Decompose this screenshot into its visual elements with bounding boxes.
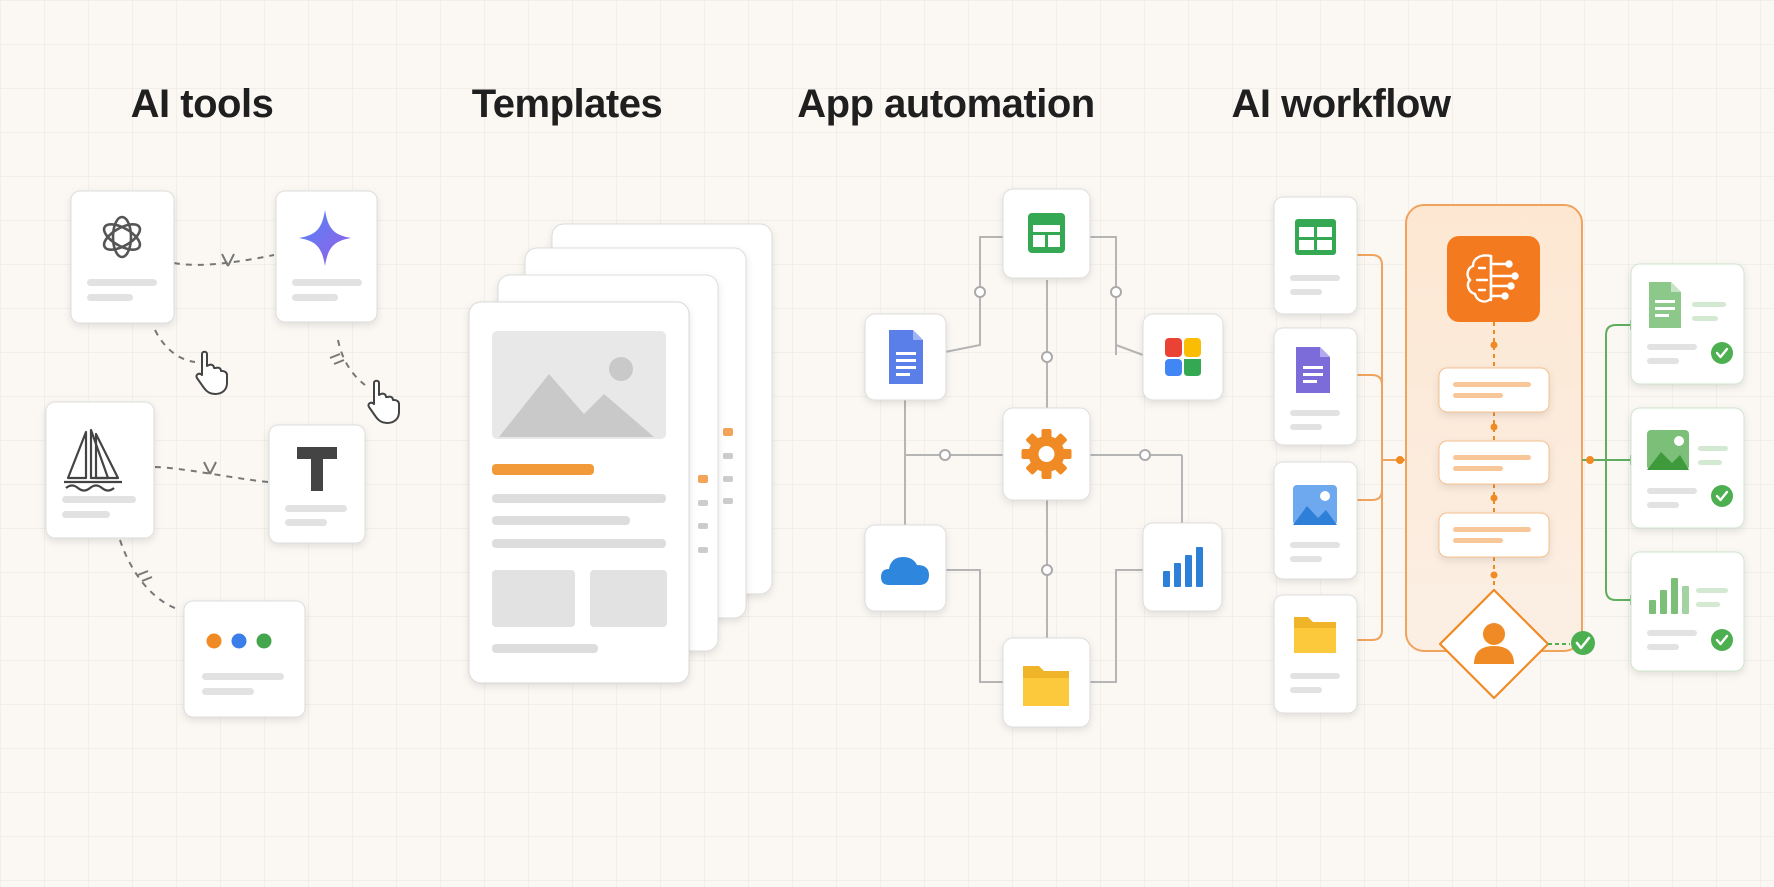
openai-logo-icon — [102, 215, 142, 259]
folder-icon — [1294, 617, 1336, 653]
input-folder-card[interactable] — [1273, 594, 1358, 714]
check-icon — [1715, 490, 1729, 502]
text-tool-card[interactable] — [268, 424, 366, 544]
spreadsheet-icon — [1295, 219, 1336, 255]
docs-app-node[interactable] — [864, 313, 947, 401]
sheets-app-node[interactable] — [1002, 188, 1091, 279]
app-automation-title: App automation — [797, 82, 1095, 126]
input-image-card[interactable] — [1273, 461, 1358, 580]
bar-chart-icon — [1649, 578, 1689, 614]
human-review-node[interactable] — [1438, 588, 1550, 700]
image-placeholder-icon — [492, 331, 666, 439]
sailboat-tool-card[interactable] — [45, 401, 155, 539]
ai-tools-title: AI tools — [130, 82, 274, 126]
ai-model-node[interactable] — [1447, 236, 1540, 322]
ai-step-card-2[interactable] — [1438, 440, 1550, 485]
output-chart-card[interactable] — [1630, 551, 1745, 672]
templates-group — [468, 223, 773, 684]
hand-pointer-icon — [195, 350, 228, 395]
bar-chart-icon — [1163, 547, 1203, 587]
cloud-app-node[interactable] — [864, 524, 947, 612]
sparkle-star-icon — [299, 210, 351, 266]
automation-engine-node[interactable] — [1002, 407, 1091, 501]
folder-app-node[interactable] — [1002, 637, 1091, 728]
document-icon — [1296, 347, 1330, 393]
template-card-front[interactable] — [468, 301, 690, 684]
document-icon — [1649, 282, 1681, 328]
image-icon — [1647, 430, 1689, 470]
document-icon — [889, 330, 923, 384]
check-icon — [1715, 634, 1729, 646]
check-icon — [1575, 636, 1591, 650]
more-tools-card[interactable] — [183, 600, 306, 718]
check-icon — [1715, 347, 1729, 359]
folder-icon — [1023, 666, 1069, 706]
colored-dots-icon — [206, 633, 272, 649]
ai-workflow-group — [1273, 196, 1745, 714]
input-doc-card[interactable] — [1273, 327, 1358, 446]
input-sheet-card[interactable] — [1273, 196, 1358, 315]
analytics-app-node[interactable] — [1142, 522, 1223, 612]
ai-flow-dots — [1490, 341, 1498, 579]
ai-tools-link-breaks — [137, 253, 345, 582]
person-icon — [1474, 623, 1514, 664]
hand-pointer-icon — [367, 379, 400, 424]
gemini-tool-card[interactable] — [275, 190, 378, 323]
brain-icon — [1466, 254, 1519, 303]
output-doc-card[interactable] — [1630, 263, 1745, 385]
ai-tools-dashed-links — [119, 254, 366, 611]
input-connectors — [1357, 254, 1406, 641]
ai-step-card-1[interactable] — [1438, 367, 1550, 413]
approval-check — [1571, 631, 1595, 655]
cloud-icon — [881, 557, 929, 585]
output-image-card[interactable] — [1630, 407, 1745, 529]
output-connectors — [1582, 324, 1630, 601]
ai-tools-group — [45, 190, 400, 718]
input-junction — [1396, 456, 1404, 464]
spreadsheet-icon — [1028, 213, 1065, 253]
templates-title: Templates — [471, 82, 663, 126]
shapes-app-node[interactable] — [1142, 313, 1224, 401]
automation-junctions — [939, 286, 1151, 576]
sailboat-icon — [64, 428, 122, 492]
ai-step-card-3[interactable] — [1438, 512, 1550, 558]
openai-tool-card[interactable] — [70, 190, 175, 324]
app-automation-group — [864, 188, 1224, 728]
image-icon — [1293, 485, 1337, 525]
shapes-icon — [1165, 338, 1201, 376]
text-t-icon — [297, 447, 337, 491]
gear-icon — [1021, 429, 1072, 479]
output-junction — [1586, 456, 1594, 464]
ai-workflow-title: AI workflow — [1231, 82, 1451, 126]
